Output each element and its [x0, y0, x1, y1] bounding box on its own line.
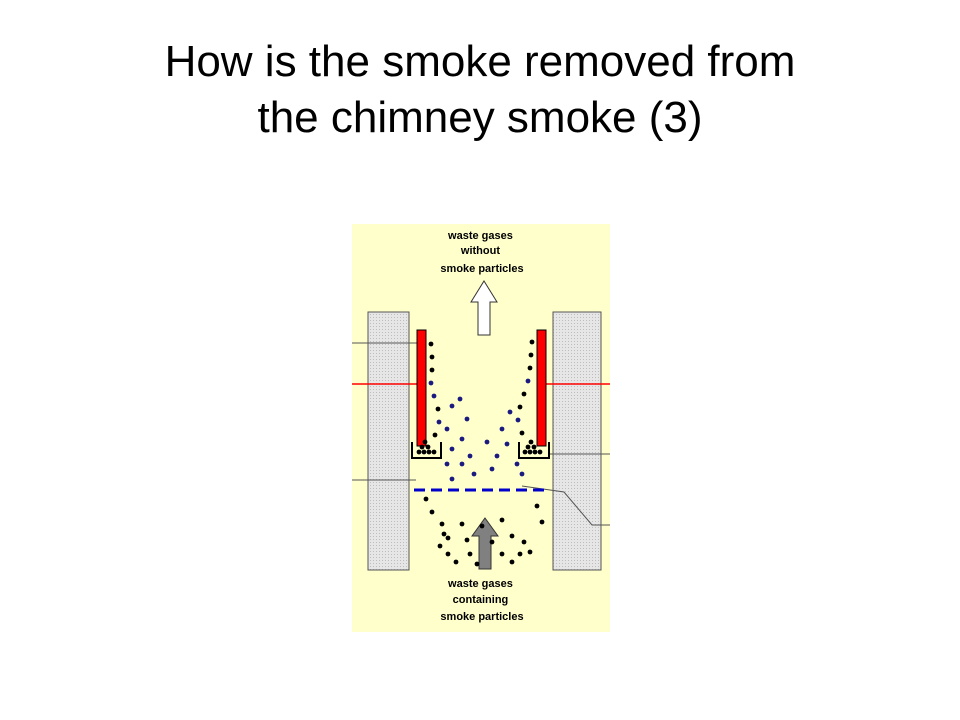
charged-particle	[449, 403, 455, 409]
smoke-particle	[517, 551, 523, 557]
smoke-particle	[527, 365, 533, 371]
smoke-particle	[499, 551, 505, 557]
charged-particle	[444, 426, 450, 432]
precipitator-diagram: waste gases without smoke particles wast…	[352, 224, 610, 632]
smoke-particle	[423, 496, 429, 502]
smoke-particle	[445, 535, 451, 541]
inlet-label-line-2: containing	[453, 594, 509, 606]
smoke-particle	[509, 559, 515, 565]
charged-particle	[471, 471, 477, 477]
charged-particle	[489, 466, 495, 472]
outlet-label-line-2: without	[460, 245, 500, 257]
charged-particle	[499, 426, 505, 432]
smoke-particle	[437, 543, 443, 549]
inlet-label: waste gases containing smoke particles	[440, 578, 523, 623]
arrow-up-icon	[471, 517, 499, 570]
outlet-label: waste gases without smoke particles	[440, 230, 523, 275]
title-line-2: the chimney smoke (3)	[257, 93, 703, 142]
inlet-label-line-3: smoke particles	[440, 611, 523, 623]
hopper-right	[518, 442, 550, 459]
charged-particle	[514, 461, 520, 467]
collecting-plate-right	[536, 329, 547, 447]
charged-particle	[436, 419, 442, 425]
charged-particle	[515, 417, 521, 423]
charged-particle	[507, 409, 513, 415]
smoke-particle	[467, 551, 473, 557]
smoke-particle	[517, 404, 523, 410]
charged-particle	[449, 446, 455, 452]
smoke-particle	[509, 533, 515, 539]
smoke-particle	[528, 352, 534, 358]
smoke-particle	[539, 519, 545, 525]
arrow-up-icon	[470, 280, 498, 336]
smoke-particle	[441, 531, 447, 537]
smoke-particle	[489, 539, 495, 545]
charged-particle	[519, 471, 525, 477]
smoke-particle	[429, 367, 435, 373]
charged-particle	[428, 380, 434, 386]
outlet-label-line-1: waste gases	[447, 230, 513, 242]
charged-particle	[449, 476, 455, 482]
smoke-particle	[532, 449, 538, 455]
charged-particle	[484, 439, 490, 445]
smoke-particle	[419, 444, 425, 450]
smoke-particle	[528, 439, 534, 445]
smoke-particle	[429, 354, 435, 360]
collecting-plate-left	[416, 329, 427, 447]
smoke-particle	[521, 391, 527, 397]
slide-title: How is the smoke removed from the chimne…	[40, 34, 920, 146]
charged-particle	[431, 393, 437, 399]
smoke-particle	[527, 449, 533, 455]
smoke-particle	[521, 539, 527, 545]
smoke-particle	[416, 449, 422, 455]
charged-particle	[504, 441, 510, 447]
smoke-particle	[429, 509, 435, 515]
smoke-particle	[537, 449, 543, 455]
smoke-particle	[439, 521, 445, 527]
smoke-particle	[527, 549, 533, 555]
charged-particle	[494, 453, 500, 459]
outlet-label-line-3: smoke particles	[440, 263, 523, 275]
charged-particle	[467, 453, 473, 459]
smoke-particle	[529, 339, 535, 345]
smoke-particle	[459, 521, 465, 527]
charged-particle	[444, 461, 450, 467]
smoke-particle	[431, 449, 437, 455]
inlet-label-line-1: waste gases	[447, 578, 513, 590]
smoke-particle	[432, 432, 438, 438]
charged-particle	[464, 416, 470, 422]
chimney-wall-left	[367, 311, 410, 571]
smoke-particle	[499, 517, 505, 523]
smoke-particle	[428, 341, 434, 347]
smoke-particle	[534, 503, 540, 509]
smoke-particle	[479, 523, 485, 529]
smoke-particle	[522, 449, 528, 455]
smoke-particle	[445, 551, 451, 557]
title-line-1: How is the smoke removed from	[164, 37, 796, 86]
smoke-particle	[453, 559, 459, 565]
smoke-particle	[474, 561, 480, 567]
diagram-svg: waste gases without smoke particles wast…	[352, 224, 610, 632]
charged-particle	[457, 396, 463, 402]
smoke-particle	[421, 449, 427, 455]
smoke-particle	[531, 444, 537, 450]
hopper-left	[411, 442, 442, 459]
charged-particle	[459, 461, 465, 467]
smoke-particle	[425, 444, 431, 450]
smoke-particle	[426, 449, 432, 455]
charged-particle	[459, 436, 465, 442]
charged-particle	[525, 378, 531, 384]
smoke-particle	[435, 406, 441, 412]
smoke-particle	[422, 439, 428, 445]
chimney-wall-right	[552, 311, 602, 571]
smoke-particle	[525, 444, 531, 450]
smoke-particle	[464, 537, 470, 543]
smoke-particles	[416, 339, 545, 567]
smoke-particle	[519, 430, 525, 436]
